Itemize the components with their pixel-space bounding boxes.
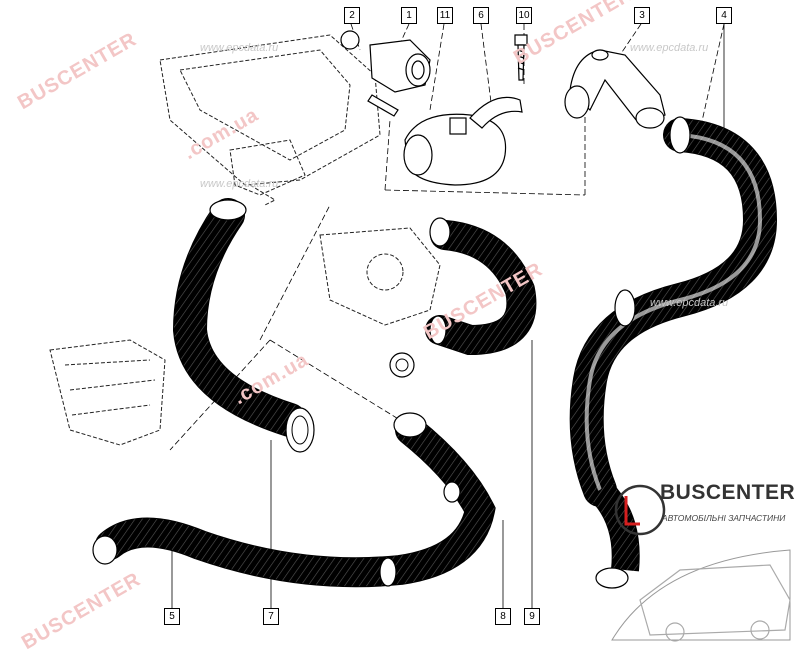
hose-9	[389, 217, 537, 378]
callout-9: 9	[524, 608, 540, 625]
hose-fitting-6	[403, 96, 523, 186]
watermark-url-4: www.epcdata.ru	[650, 297, 729, 309]
left-bracket-outline	[49, 339, 166, 446]
watermark-url-1: www.epcdata.ru	[200, 42, 279, 54]
callout-6: 6	[473, 7, 489, 24]
connector-3	[564, 49, 666, 129]
bolt	[514, 34, 528, 81]
callout-4: 4	[716, 7, 732, 24]
callout-5: 5	[164, 608, 180, 625]
buscenter-logo-mark	[611, 484, 791, 642]
callout-3: 3	[634, 7, 650, 24]
logo-subtitle: АВТОМОБІЛЬНІ ЗАПЧАСТИНИ	[662, 513, 786, 523]
callout-11: 11	[437, 7, 453, 24]
watermark-url-3: www.epcdata.ru	[630, 42, 709, 54]
callout-8: 8	[495, 608, 511, 625]
callout-2: 2	[344, 7, 360, 24]
hose-7	[172, 198, 315, 453]
engine-intake-outline	[159, 34, 381, 206]
pump-outline	[319, 227, 441, 326]
watermark-url-2: www.epcdata.ru	[200, 178, 279, 190]
logo-title: BUSCENTER	[660, 481, 796, 504]
callout-10: 10	[516, 7, 532, 24]
hose-5-8	[92, 412, 496, 588]
callout-7: 7	[263, 608, 279, 625]
callout-1: 1	[401, 7, 417, 24]
thermostat-housing	[340, 30, 431, 117]
